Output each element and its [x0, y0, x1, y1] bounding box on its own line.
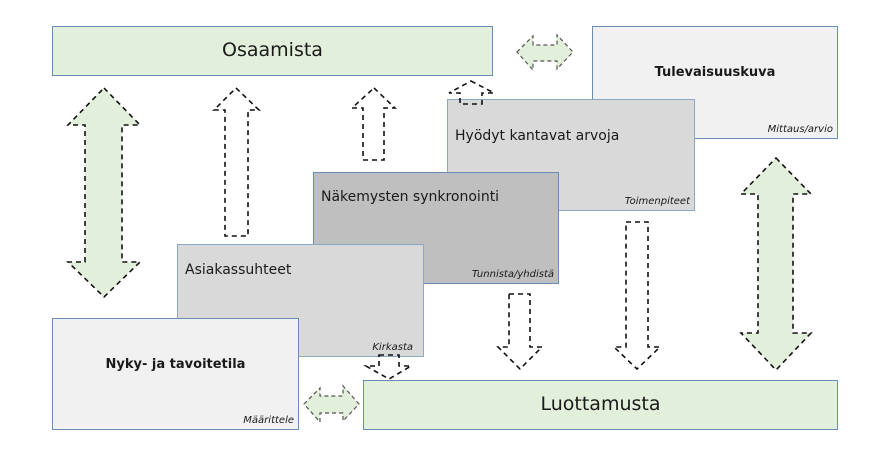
hyodyt-note: Toimenpiteet [624, 196, 690, 207]
asiakassuhteet-box: Asiakassuhteet Kirkasta [177, 244, 424, 357]
double-vertical-arrow-left-icon [66, 86, 142, 299]
nakemysten-title: Näkemysten synkronointi [321, 189, 500, 205]
nakemysten-box: Näkemysten synkronointi Tunnista/yhdistä [313, 172, 559, 284]
down-arrow-outline-short-icon [496, 293, 544, 371]
nyky-title: Nyky- ja tavoitetila [105, 357, 246, 372]
tulevaisuuskuva-title: Tulevaisuuskuva [654, 65, 776, 80]
osaamista-bar: Osaamista [52, 26, 493, 76]
nakemysten-note: Tunnista/yhdistä [471, 269, 554, 280]
double-vertical-arrow-right-icon [739, 156, 813, 372]
down-arrow-outline-tall-icon [612, 221, 662, 371]
double-horizontal-arrow-top-icon [516, 33, 574, 72]
up-arrow-tiny-icon [448, 80, 495, 105]
nyky-box: Nyky- ja tavoitetila Määrittele [52, 318, 299, 430]
asiakassuhteet-note: Kirkasta [372, 342, 413, 353]
double-horizontal-arrow-bottom-icon [303, 384, 360, 424]
osaamista-title: Osaamista [222, 39, 323, 61]
nyky-note: Määrittele [243, 415, 294, 426]
up-arrow-outline-icon [212, 86, 261, 237]
luottamusta-bar: Luottamusta [363, 380, 838, 430]
tulevaisuuskuva-note: Mittaus/arvio [767, 124, 833, 135]
asiakassuhteet-title: Asiakassuhteet [185, 262, 292, 278]
down-arrow-tiny-icon [362, 354, 414, 380]
hyodyt-title: Hyödyt kantavat arvoja [455, 128, 620, 144]
up-arrow-outline-short-icon [349, 86, 397, 161]
luottamusta-title: Luottamusta [540, 393, 661, 415]
